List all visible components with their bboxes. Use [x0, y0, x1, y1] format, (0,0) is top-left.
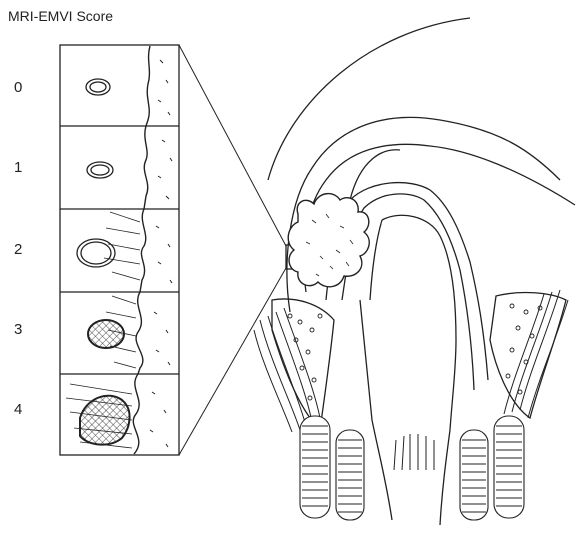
rectum-anatomy [254, 18, 575, 525]
score-panels [60, 45, 179, 455]
